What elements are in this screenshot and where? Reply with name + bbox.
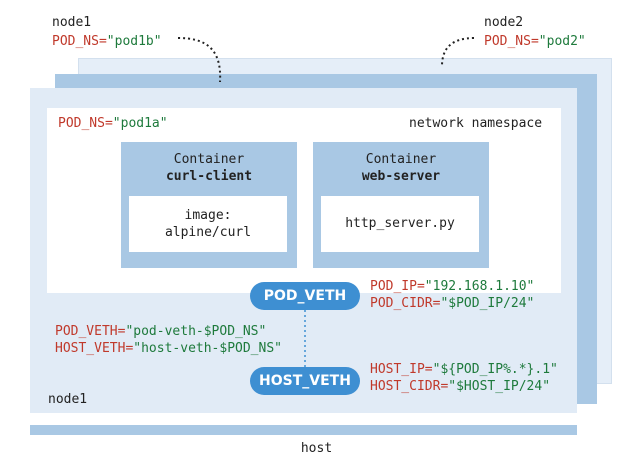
container-image-value: alpine/curl — [164, 225, 252, 240]
container-image-label: image: — [184, 208, 232, 223]
pod2-pointer-curve — [441, 37, 475, 67]
host-label: host — [300, 441, 333, 456]
node2-top-label: node2 — [484, 15, 524, 30]
pod-ip-key: POD_IP= — [370, 279, 425, 294]
container-web-server: Container web-server http_server.py — [313, 142, 489, 268]
container-content-box: image: alpine/curl — [129, 196, 287, 252]
host-veth-key: HOST_VETH= — [55, 341, 134, 356]
host-bar — [30, 425, 577, 435]
host-cidr-value: "$HOST_IP/24" — [448, 379, 551, 394]
network-namespace-label: network namespace — [409, 116, 543, 131]
pod-veth-value: "pod-veth-$POD_NS" — [125, 324, 267, 339]
pod2-ns-value: "pod2" — [538, 34, 586, 49]
pod1b-ns-annotation: POD_NS="pod1b" — [52, 34, 162, 50]
host-cidr-key: HOST_CIDR= — [370, 379, 449, 394]
container-script: http_server.py — [345, 216, 455, 231]
container-curl-client: Container curl-client image: alpine/curl — [121, 142, 297, 268]
node1-top-label: node1 — [52, 15, 92, 30]
pod1b-ns-key: POD_NS= — [52, 34, 107, 49]
pod1b-ns-value: "pod1b" — [106, 34, 162, 49]
pod-veth-pill: POD_VETH — [250, 282, 360, 310]
host-veth-name-annotation: HOST_VETH="host-veth-$POD_NS" — [55, 341, 282, 357]
container-title: Container — [365, 152, 437, 167]
pod-cidr-value: "$POD_IP/24" — [440, 296, 535, 311]
pod-cidr-annotation: POD_CIDR="$POD_IP/24" — [370, 296, 534, 312]
pod1a-ns-annotation: POD_NS="pod1a" — [58, 116, 168, 132]
pod-ip-value: "192.168.1.10" — [424, 279, 535, 294]
host-veth-value: "host-veth-$POD_NS" — [133, 341, 282, 356]
pod1a-ns-value: "pod1a" — [112, 116, 168, 131]
container-name: curl-client — [165, 169, 253, 184]
host-ip-annotation: HOST_IP="${POD_IP%.*}.1" — [370, 362, 558, 378]
pod-veth-name-annotation: POD_VETH="pod-veth-$POD_NS" — [55, 324, 266, 340]
pod2-ns-key: POD_NS= — [484, 34, 539, 49]
host-cidr-annotation: HOST_CIDR="$HOST_IP/24" — [370, 379, 550, 395]
pod-cidr-key: POD_CIDR= — [370, 296, 441, 311]
host-ip-value: "${POD_IP%.*}.1" — [432, 362, 558, 377]
container-content-box: http_server.py — [321, 196, 479, 252]
pod2-ns-annotation: POD_NS="pod2" — [484, 34, 586, 50]
node1-panel-label: node1 — [48, 392, 88, 407]
container-title: Container — [173, 152, 245, 167]
pod1b-pointer-curve — [177, 37, 222, 83]
pod-ip-annotation: POD_IP="192.168.1.10" — [370, 279, 534, 295]
pod1a-ns-key: POD_NS= — [58, 116, 113, 131]
container-name: web-server — [361, 169, 441, 184]
host-ip-key: HOST_IP= — [370, 362, 433, 377]
pod-veth-key: POD_VETH= — [55, 324, 126, 339]
host-veth-pill: HOST_VETH — [250, 367, 360, 395]
